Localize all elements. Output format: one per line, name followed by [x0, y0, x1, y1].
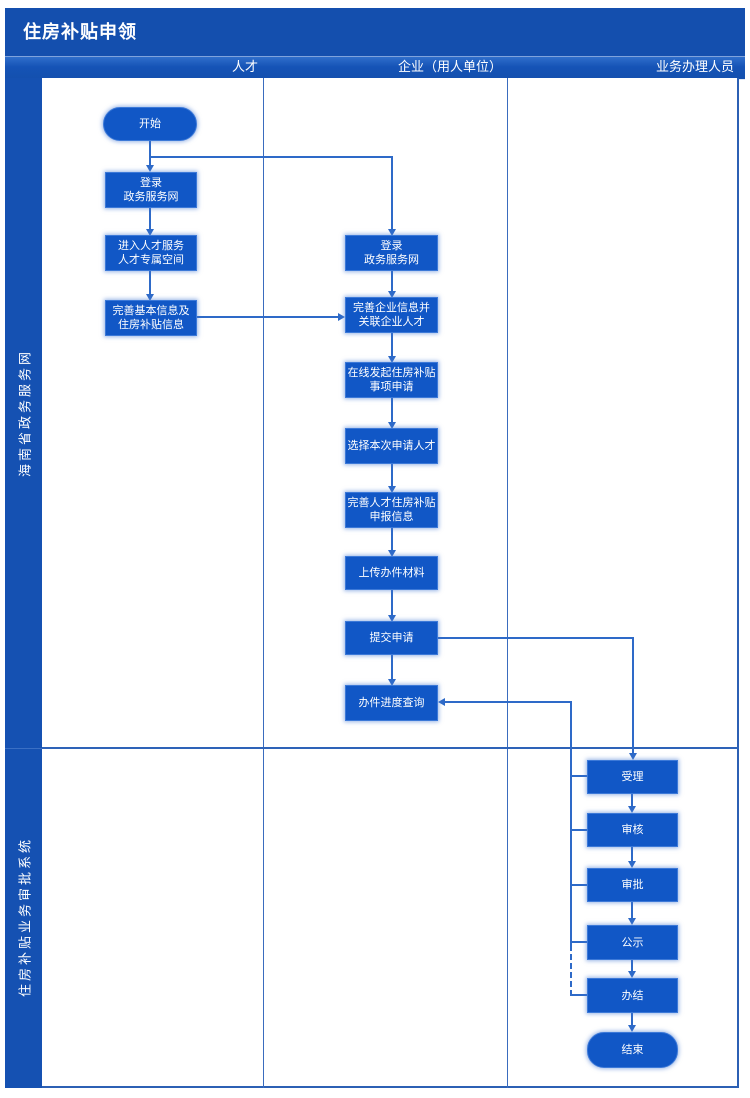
arrowhead-icon — [388, 291, 396, 298]
title-bar: 住房补贴申领 — [5, 8, 745, 57]
flow-connector — [197, 316, 338, 318]
arrowhead-icon — [338, 313, 345, 321]
node-enterprise-login: 登录 政务服务网 — [345, 235, 438, 271]
feedback-connector — [570, 701, 572, 945]
column-header-talent: 人才 — [231, 59, 258, 74]
arrowhead-icon — [146, 294, 154, 301]
feedback-connector — [445, 701, 571, 703]
flow-connector — [631, 1013, 633, 1026]
arrowhead-icon — [388, 679, 396, 686]
column-divider-1 — [263, 78, 264, 1088]
node-approve: 审批 — [587, 868, 678, 902]
arrowhead-icon — [388, 615, 396, 622]
flow-connector — [631, 960, 633, 972]
flow-connector — [391, 271, 393, 291]
arrowhead-icon — [628, 918, 636, 925]
column-header-staff: 业务办理人员 — [655, 59, 734, 74]
flow-connector — [631, 847, 633, 862]
node-accept: 受理 — [587, 760, 678, 794]
node-talent-login: 登录 政务服务网 — [105, 172, 197, 208]
flow-connector — [149, 271, 151, 294]
arrowhead-icon — [628, 1025, 636, 1032]
arrowhead-icon — [388, 356, 396, 363]
node-publicity: 公示 — [587, 925, 678, 960]
arrowhead-icon — [146, 165, 154, 172]
feedback-stub — [571, 994, 587, 996]
feedback-stub — [571, 941, 587, 943]
node-start: 开始 — [103, 107, 197, 141]
lane-divider — [42, 747, 739, 749]
lane-sidebar-divider — [5, 748, 42, 749]
column-header-enterprise: 企业（用人单位） — [397, 59, 502, 74]
feedback-stub — [571, 884, 587, 886]
flow-connector — [149, 208, 151, 229]
node-enterprise-select-talent: 选择本次申请人才 — [345, 428, 438, 464]
flow-connector — [631, 794, 633, 807]
flow-connector — [391, 333, 393, 356]
node-upload-materials: 上传办件材料 — [345, 556, 438, 590]
page-title: 住房补贴申领 — [23, 22, 137, 42]
flow-connector — [438, 637, 634, 639]
arrowhead-icon — [388, 486, 396, 493]
arrowhead-icon — [629, 753, 637, 760]
arrowhead-icon — [628, 861, 636, 868]
flow-connector — [391, 528, 393, 550]
column-divider-2 — [507, 78, 508, 1088]
feedback-stub — [571, 829, 587, 831]
flow-connector — [391, 655, 393, 679]
flow-connector — [631, 902, 633, 919]
arrowhead-icon — [438, 698, 445, 706]
node-progress-query: 办件进度查询 — [345, 685, 438, 721]
flow-connector — [149, 156, 393, 158]
node-enterprise-link-talent: 完善企业信息并 关联企业人才 — [345, 297, 438, 333]
lane-label-gov-service-site: 海南省政务服务网 — [17, 348, 33, 478]
flow-connector — [391, 590, 393, 615]
arrowhead-icon — [628, 806, 636, 813]
node-enterprise-declare-info: 完善人才住房补贴 申报信息 — [345, 492, 438, 528]
node-end: 结束 — [587, 1032, 678, 1068]
node-talent-info: 完善基本信息及 住房补贴信息 — [105, 300, 197, 336]
flow-connector — [391, 156, 393, 229]
node-talent-space: 进入人才服务 人才专属空间 — [105, 235, 197, 271]
feedback-connector-dashed — [570, 945, 572, 996]
node-submit-application: 提交申请 — [345, 621, 438, 655]
arrowhead-icon — [146, 229, 154, 236]
flow-connector — [391, 464, 393, 486]
lane-label-approval-system: 住房补贴业务审批系统 — [17, 836, 33, 998]
column-header-band — [5, 56, 745, 80]
node-conclude: 办结 — [587, 978, 678, 1013]
arrowhead-icon — [628, 971, 636, 978]
arrowhead-icon — [388, 550, 396, 557]
node-review: 审核 — [587, 813, 678, 847]
arrowhead-icon — [388, 229, 396, 236]
arrowhead-icon — [388, 422, 396, 429]
flow-connector — [632, 637, 634, 754]
flow-connector — [149, 141, 151, 166]
node-enterprise-initiate: 在线发起住房补贴 事项申请 — [345, 362, 438, 398]
flow-connector — [391, 398, 393, 422]
feedback-stub — [571, 775, 587, 777]
